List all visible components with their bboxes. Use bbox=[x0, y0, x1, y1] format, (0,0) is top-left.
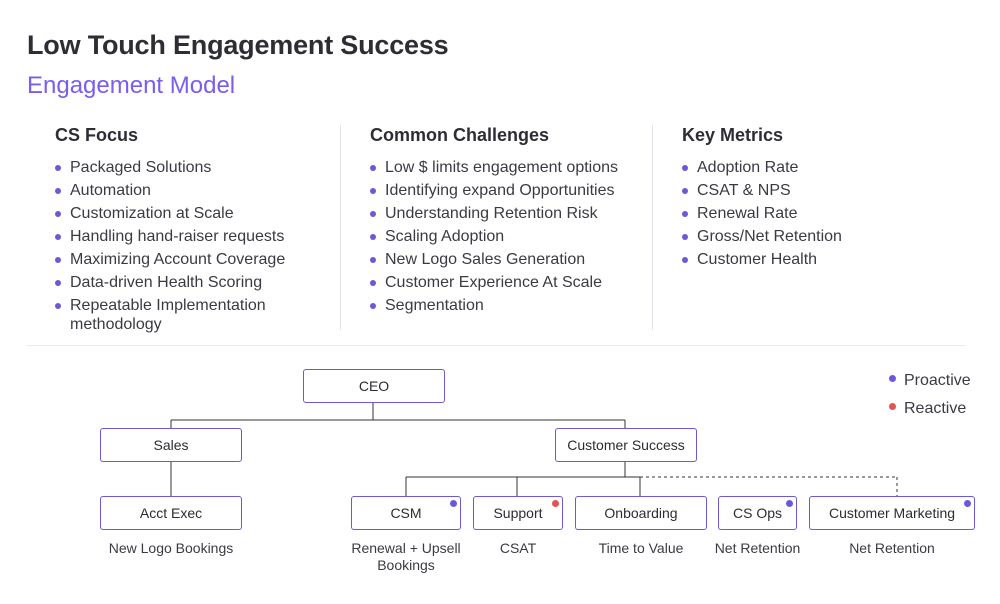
proactive-legend-dot bbox=[889, 375, 896, 383]
node-label: Customer Success bbox=[567, 437, 685, 453]
org-node-acct-exec[interactable]: Acct Exec bbox=[100, 496, 242, 530]
node-label: Support bbox=[493, 505, 543, 521]
list-item: New Logo Sales Generation bbox=[370, 248, 650, 271]
column-cs-focus: CS Focus Packaged Solutions Automation C… bbox=[55, 125, 325, 334]
list-item: Data-driven Health Scoring bbox=[55, 271, 325, 294]
column-divider bbox=[652, 125, 653, 330]
list-item: Understanding Retention Risk bbox=[370, 202, 650, 225]
node-caption: New Logo Bookings bbox=[108, 540, 234, 556]
list-item: Adoption Rate bbox=[682, 156, 962, 179]
node-label: Sales bbox=[153, 437, 189, 453]
column-heading: CS Focus bbox=[55, 125, 139, 145]
column-common-challenges: Common Challenges Low $ limits engagemen… bbox=[370, 125, 650, 317]
column-heading: Key Metrics bbox=[682, 125, 784, 145]
list-item: Scaling Adoption bbox=[370, 225, 650, 248]
list-item: CSAT & NPS bbox=[682, 179, 962, 202]
list-item: Automation bbox=[55, 179, 325, 202]
list-item: Packaged Solutions bbox=[55, 156, 325, 179]
list-item: Customization at Scale bbox=[55, 202, 325, 225]
org-node-cs-ops[interactable]: CS Ops bbox=[718, 496, 797, 530]
node-label: CS Ops bbox=[732, 505, 782, 521]
legend-label: Proactive bbox=[904, 372, 971, 389]
proactive-dot bbox=[786, 500, 793, 507]
org-node-ceo[interactable]: CEO bbox=[303, 369, 445, 403]
node-label: CEO bbox=[358, 378, 390, 394]
list-item: Low $ limits engagement options bbox=[370, 156, 650, 179]
reactive-dot bbox=[552, 500, 559, 507]
legend-proactive: Proactive bbox=[889, 372, 971, 390]
column-divider bbox=[340, 125, 341, 330]
org-node-sales[interactable]: Sales bbox=[100, 428, 242, 462]
proactive-dot bbox=[450, 500, 457, 507]
list-item: Maximizing Account Coverage bbox=[55, 248, 325, 271]
node-label: Acct Exec bbox=[139, 505, 203, 521]
node-caption: Net Retention bbox=[714, 540, 801, 556]
org-node-support[interactable]: Support bbox=[473, 496, 563, 530]
list-item: Renewal Rate bbox=[682, 202, 962, 225]
page-subtitle: Engagement Model bbox=[27, 72, 236, 99]
section-divider bbox=[27, 345, 965, 346]
node-caption: Net Retention bbox=[849, 540, 935, 556]
list-item: Segmentation bbox=[370, 294, 650, 317]
legend-reactive: Reactive bbox=[889, 400, 966, 418]
org-node-customer-success[interactable]: Customer Success bbox=[555, 428, 697, 462]
org-node-onboarding[interactable]: Onboarding bbox=[575, 496, 707, 530]
node-caption: Renewal + Upsell Bookings bbox=[351, 540, 461, 573]
list-item: Repeatable Implementation methodology bbox=[55, 294, 325, 334]
node-label: Onboarding bbox=[604, 505, 678, 521]
list-item: Identifying expand Opportunities bbox=[370, 179, 650, 202]
node-caption: CSAT bbox=[499, 540, 537, 556]
page-title: Low Touch Engagement Success bbox=[27, 30, 449, 60]
org-node-customer-marketing[interactable]: Customer Marketing bbox=[809, 496, 975, 530]
reactive-legend-dot bbox=[889, 403, 896, 411]
node-label: Customer Marketing bbox=[828, 505, 956, 521]
list-item: Customer Experience At Scale bbox=[370, 271, 650, 294]
node-caption: Time to Value bbox=[598, 540, 684, 556]
legend-label: Reactive bbox=[904, 400, 967, 417]
org-node-csm[interactable]: CSM bbox=[351, 496, 461, 530]
column-heading: Common Challenges bbox=[370, 125, 550, 145]
node-label: CSM bbox=[390, 505, 422, 521]
list-item: Gross/Net Retention bbox=[682, 225, 962, 248]
list-item: Handling hand-raiser requests bbox=[55, 225, 325, 248]
column-key-metrics: Key Metrics Adoption Rate CSAT & NPS Ren… bbox=[682, 125, 962, 271]
list-item: Customer Health bbox=[682, 248, 962, 271]
proactive-dot bbox=[964, 500, 971, 507]
